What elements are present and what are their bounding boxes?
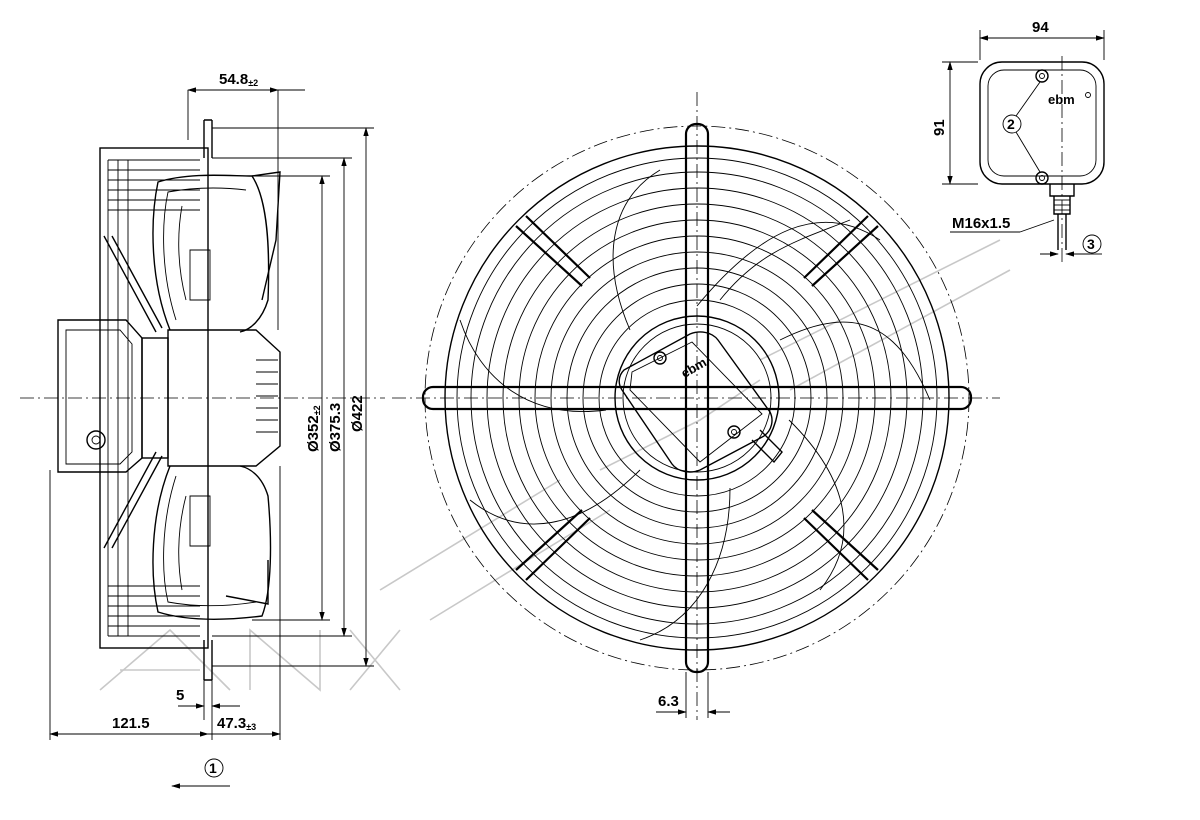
callout-1: 1 (204, 758, 224, 778)
terminal-box-view: ebm (979, 56, 1105, 262)
svg-text:3: 3 (1087, 236, 1095, 252)
callout-3: 3 (1082, 234, 1102, 254)
front-view-dimensions (656, 672, 730, 718)
dim-121-5: 121.5 (112, 715, 150, 732)
front-logo-text: ebm (678, 354, 709, 380)
thread-label: M16x1.5 (952, 215, 1010, 232)
dim-diameter-422: Ø422 (349, 395, 366, 432)
dim-47-3: 47.3±3 (217, 715, 256, 732)
svg-text:2: 2 (1007, 116, 1015, 132)
callout-2: 2 (1002, 114, 1022, 134)
dim-diameter-352: Ø352±2 (305, 405, 322, 452)
terminal-box-dimensions (942, 30, 1105, 257)
watermark (99, 239, 1011, 692)
terminal-logo-text: ebm (1048, 92, 1075, 107)
dim-5: 5 (176, 687, 184, 704)
svg-text:1: 1 (209, 760, 217, 776)
front-view: ebm (392, 92, 1000, 720)
dim-6-3: 6.3 (658, 693, 679, 710)
dim-94: 94 (1032, 19, 1049, 36)
side-view (20, 119, 385, 681)
side-view-dimensions (49, 87, 374, 789)
dim-91: 91 (931, 119, 948, 136)
dim-diameter-375-3: Ø375.3 (327, 403, 344, 452)
dim-54-8: 54.8±2 (219, 71, 258, 88)
